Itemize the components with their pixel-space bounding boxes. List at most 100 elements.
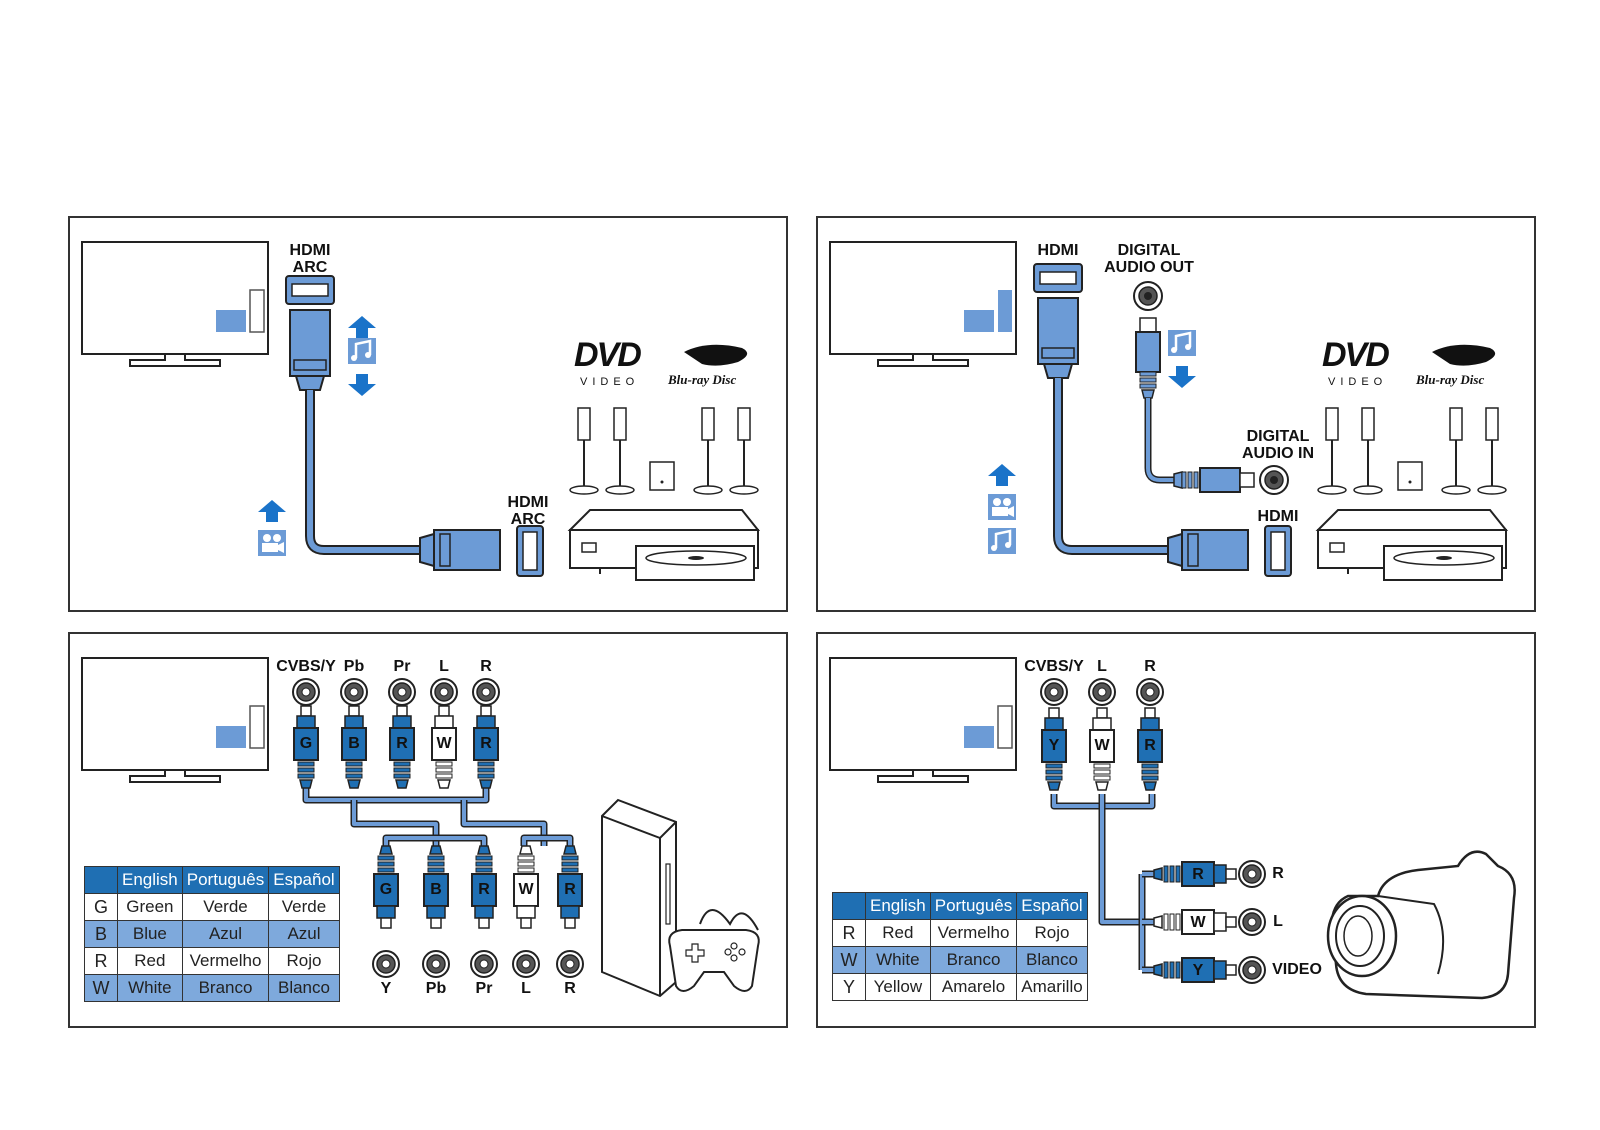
arrow-down-icon bbox=[348, 374, 376, 396]
legend-english: Green bbox=[117, 893, 183, 921]
composite-cables bbox=[1050, 794, 1156, 974]
hdmi-plug-horizontal bbox=[419, 529, 501, 571]
legend-row: G Green Verde Verde bbox=[84, 893, 340, 921]
legend-english: White bbox=[865, 946, 931, 974]
legend-espanol: Azul bbox=[268, 920, 340, 948]
subwoofer-icon bbox=[649, 461, 675, 491]
rca-jack-icon bbox=[372, 950, 400, 978]
disc-player-icon bbox=[1315, 509, 1509, 581]
tv-icon bbox=[829, 657, 1017, 783]
legend-header-portugues: Português bbox=[929, 892, 1018, 920]
optical-plug-icon bbox=[1135, 317, 1161, 399]
optical-jack-icon bbox=[1133, 281, 1163, 311]
arrow-down-icon bbox=[1168, 366, 1196, 388]
device-hdmi-label: HDMI bbox=[1257, 508, 1299, 525]
rca-plug-label: R bbox=[478, 881, 490, 898]
device-port-label: Y bbox=[380, 980, 392, 997]
device-port-label: L bbox=[1273, 913, 1283, 930]
hdmi-cable bbox=[305, 390, 420, 555]
legend-portugues: Verde bbox=[181, 893, 270, 921]
legend-header-espanol: Español bbox=[268, 866, 340, 894]
rca-plug-icon: G bbox=[373, 845, 399, 929]
legend-row: Y Yellow Amarelo Amarillo bbox=[832, 973, 1088, 1001]
panel-hdmi-digital-audio-drawing bbox=[829, 241, 1509, 581]
rca-plug-icon: Y bbox=[1041, 707, 1067, 791]
rca-plug-label: R bbox=[1192, 866, 1204, 883]
speaker-icon bbox=[605, 407, 635, 495]
rca-jack-icon bbox=[430, 678, 458, 706]
rca-jack-icon bbox=[470, 950, 498, 978]
subwoofer-icon bbox=[1397, 461, 1423, 491]
rca-jack-icon bbox=[292, 678, 320, 706]
legend-row: R Red Vermelho Rojo bbox=[84, 947, 340, 975]
legend-code: R bbox=[84, 947, 118, 975]
tv-hdmi-arc-label: HDMI ARC bbox=[289, 242, 331, 276]
rca-jack-icon bbox=[1238, 908, 1266, 936]
rca-plug-label: B bbox=[348, 735, 360, 752]
hdmi-connector-icon bbox=[1033, 263, 1083, 293]
dvd-logo: DVD bbox=[574, 336, 642, 374]
hdmi-port-device bbox=[516, 525, 544, 577]
legend-header-english: English bbox=[117, 866, 183, 894]
tv-icon bbox=[81, 241, 269, 367]
rca-plug-icon: W bbox=[1153, 909, 1237, 935]
device-port-label: R bbox=[564, 980, 576, 997]
legend-header-espanol: Español bbox=[1016, 892, 1088, 920]
legend-espanol: Blanco bbox=[268, 974, 340, 1002]
rca-plug-label: W bbox=[1094, 737, 1110, 754]
rca-plug-label: G bbox=[380, 881, 392, 898]
rca-jack-icon bbox=[1238, 956, 1266, 984]
bluray-logo: Blu-ray Disc bbox=[1416, 372, 1485, 387]
legend-portugues: Azul bbox=[181, 920, 270, 948]
legend-espanol: Rojo bbox=[268, 947, 340, 975]
rca-plug-label: Y bbox=[1049, 737, 1060, 754]
tv-icon bbox=[81, 657, 269, 783]
hdmi-connector-icon bbox=[285, 275, 335, 305]
rca-plug-icon: R bbox=[471, 845, 497, 929]
legend-espanol: Blanco bbox=[1016, 946, 1088, 974]
dvd-logo-sub: VIDEO bbox=[580, 376, 640, 388]
disc-player-icon bbox=[567, 509, 761, 581]
legend-corner bbox=[832, 892, 866, 920]
component-cables bbox=[302, 784, 574, 846]
speaker-icon bbox=[1317, 407, 1347, 495]
rca-plug-label: W bbox=[518, 881, 534, 898]
rca-plug-label: R bbox=[564, 881, 576, 898]
tv-icon bbox=[829, 241, 1017, 367]
tv-port-label: CVBS/Y bbox=[276, 658, 336, 675]
legend-row: B Blue Azul Azul bbox=[84, 920, 340, 948]
legend-code: G bbox=[84, 893, 118, 921]
legend-row: W White Branco Blanco bbox=[832, 946, 1088, 974]
legend-portugues: Branco bbox=[929, 946, 1018, 974]
speaker-icon bbox=[1441, 407, 1471, 495]
rca-jack-icon bbox=[422, 950, 450, 978]
arrow-up-icon bbox=[348, 316, 376, 338]
bluray-logo: Blu-ray Disc bbox=[668, 372, 737, 387]
legend-espanol: Amarillo bbox=[1016, 973, 1088, 1001]
legend-header-english: English bbox=[865, 892, 931, 920]
rca-plug-icon: Y bbox=[1153, 957, 1237, 983]
speaker-icon bbox=[729, 407, 759, 495]
device-hdmi-arc-label: HDMI ARC bbox=[507, 494, 549, 528]
tv-digital-audio-out-label: DIGITAL AUDIO OUT bbox=[1104, 242, 1194, 276]
optical-cable bbox=[1144, 398, 1174, 484]
legend-corner bbox=[84, 866, 118, 894]
rca-plug-icon: R bbox=[473, 705, 499, 789]
device-port-label: Pr bbox=[475, 980, 493, 997]
device-port-label: Pb bbox=[425, 980, 447, 997]
music-note-icon bbox=[988, 528, 1016, 554]
speaker-icon bbox=[1353, 407, 1383, 495]
legend-code: W bbox=[832, 946, 866, 974]
tv-hdmi-label: HDMI bbox=[1037, 242, 1079, 259]
legend-english: Blue bbox=[117, 920, 183, 948]
rca-jack-icon bbox=[1238, 860, 1266, 888]
rca-plug-icon: R bbox=[557, 845, 583, 929]
legend-code: W bbox=[84, 974, 118, 1002]
tv-port-label: CVBS/Y bbox=[1024, 658, 1084, 675]
legend-portugues: Vermelho bbox=[929, 919, 1018, 947]
rca-plug-icon: W bbox=[513, 845, 539, 929]
hdmi-port-device bbox=[1264, 525, 1292, 577]
legend-english: Red bbox=[117, 947, 183, 975]
